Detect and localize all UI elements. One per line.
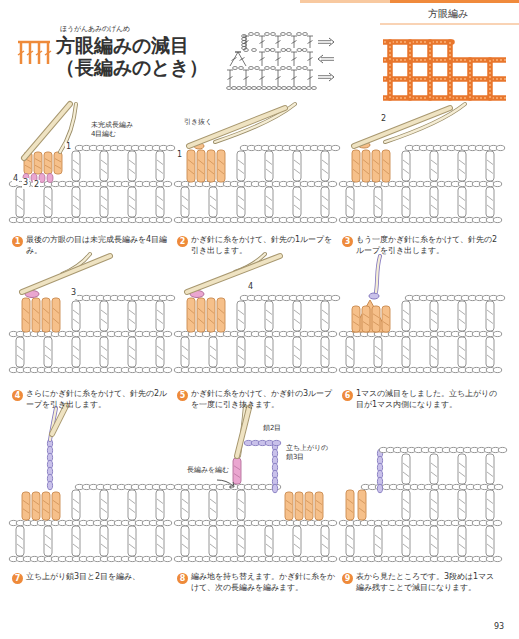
header-rule bbox=[380, 24, 519, 25]
mesh-photo bbox=[383, 36, 506, 102]
step-caption: さらにかぎ針に糸をかけて、針先の2ループを引き出します。 bbox=[26, 389, 172, 411]
step-illustration bbox=[9, 406, 174, 562]
callout-label: 引き抜く bbox=[183, 118, 213, 127]
step-illustration bbox=[339, 256, 504, 373]
step-caption: 立ち上がり鎖3目と2目を編み、 bbox=[26, 572, 172, 583]
step-number: 2 bbox=[177, 236, 188, 247]
step-illustration bbox=[174, 406, 336, 562]
step-caption: 編み地を持ち替えます。かぎ針に糸をかけて、次の長編みを編みます。 bbox=[191, 572, 337, 594]
step-number-text: 5 bbox=[180, 391, 186, 400]
step-illustration bbox=[174, 104, 339, 223]
callout-label: 鎖2目 bbox=[262, 424, 282, 433]
step-number-text: 3 bbox=[345, 237, 351, 246]
step-number: 1 bbox=[12, 236, 23, 247]
step-number: 4 bbox=[12, 390, 23, 401]
step-caption: 1マスの減目をしました。立ち上がりの目が1マス内側になります。 bbox=[356, 389, 502, 411]
step-number: 6 bbox=[342, 390, 353, 401]
callout-number: 4 bbox=[247, 282, 254, 293]
callout-number: 4 bbox=[12, 174, 19, 185]
step-number-text: 8 bbox=[180, 574, 186, 583]
callout-number: 3 bbox=[22, 178, 29, 189]
step-caption: 最後の方眼の目は未完成長編みを4目編み。 bbox=[26, 235, 172, 257]
callout-number: 3 bbox=[70, 288, 77, 299]
callout-number: 2 bbox=[33, 180, 40, 191]
header-fade bbox=[300, 0, 390, 3]
page-title: 方眼編みの減目 （長編みのとき） bbox=[56, 34, 256, 79]
step-number-text: 9 bbox=[345, 574, 351, 583]
callout-number: 1 bbox=[176, 150, 183, 161]
step-illustration bbox=[339, 104, 504, 223]
callout-label: 長編みを編む bbox=[186, 466, 230, 475]
step-number-text: 4 bbox=[15, 391, 21, 400]
step-number-text: 6 bbox=[345, 391, 351, 400]
step-caption: かぎ針に糸をかけて、針先の1ループを引き出します。 bbox=[191, 235, 337, 257]
step-illustration bbox=[339, 447, 506, 561]
page-number: 93 bbox=[494, 622, 504, 633]
callout-label: 立ち上がりの 鎖3目 bbox=[285, 444, 339, 463]
section-tab: 方眼編み bbox=[428, 7, 468, 21]
step-illustration bbox=[9, 254, 174, 373]
step-illustration bbox=[174, 254, 339, 373]
callout-number: 2 bbox=[380, 114, 387, 125]
step-number-text: 1 bbox=[15, 237, 21, 246]
step-number: 9 bbox=[342, 573, 353, 584]
callout-label: 未完成長編み 4目編む bbox=[90, 121, 144, 140]
stitch-chart bbox=[227, 33, 334, 90]
step-number: 8 bbox=[177, 573, 188, 584]
step-illustration bbox=[9, 104, 174, 223]
callout-number: 1 bbox=[65, 142, 72, 153]
step-caption: 表から見たところです。3段めは1マス編み残すことで減目になります。 bbox=[356, 572, 502, 594]
title-ruby: ほうがんあみのげんめ bbox=[60, 25, 130, 34]
step-caption: かぎ針に糸をかけて、かぎ針の3ループを一度に引き抜きます。 bbox=[191, 389, 337, 411]
step-number: 3 bbox=[342, 236, 353, 247]
step-number-text: 2 bbox=[180, 237, 186, 246]
step-number-text: 7 bbox=[15, 574, 21, 583]
title-icon bbox=[18, 42, 51, 64]
header-bar bbox=[390, 0, 519, 3]
step-number: 7 bbox=[12, 573, 23, 584]
step-caption: もう一度かぎ針に糸をかけて、針先の2ループを引き出します。 bbox=[356, 235, 502, 257]
step-number: 5 bbox=[177, 390, 188, 401]
